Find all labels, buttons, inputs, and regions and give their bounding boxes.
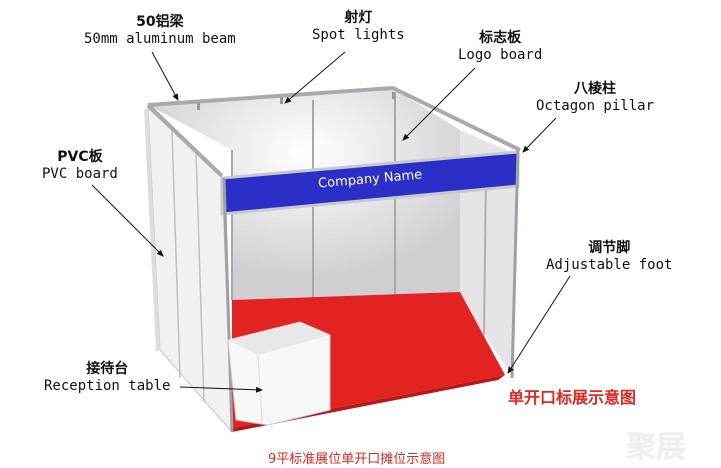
aluminum-beam bbox=[147, 85, 521, 152]
diagram-caption: 9平标准展位单开口摊位示意图 bbox=[268, 452, 446, 467]
diagram-title: 单开口标展示意图 bbox=[508, 388, 637, 407]
label-cn: 调节脚 bbox=[588, 240, 631, 256]
octagon-pillar bbox=[510, 149, 520, 379]
label-en: 50mm aluminum beam bbox=[84, 31, 236, 47]
label-en: PVC board bbox=[42, 166, 118, 182]
watermark: 聚展 bbox=[626, 430, 686, 465]
label-cn: 标志板 bbox=[479, 30, 522, 46]
label-en: Logo board bbox=[458, 47, 543, 63]
label-cn: 接待台 bbox=[86, 361, 129, 377]
label-cn: 八棱柱 bbox=[574, 81, 616, 97]
spot-lights bbox=[197, 92, 395, 110]
label-en: Spot lights bbox=[312, 27, 405, 43]
label-cn: 射灯 bbox=[344, 10, 373, 26]
label-en: Octagon pillar bbox=[536, 98, 655, 114]
label-cn: PVC板 bbox=[57, 149, 103, 165]
label-en: Reception table bbox=[44, 378, 171, 394]
pointer-lines bbox=[91, 51, 571, 393]
label-en: Adjustable foot bbox=[546, 257, 673, 273]
label-cn: 50铝梁 bbox=[136, 14, 184, 30]
